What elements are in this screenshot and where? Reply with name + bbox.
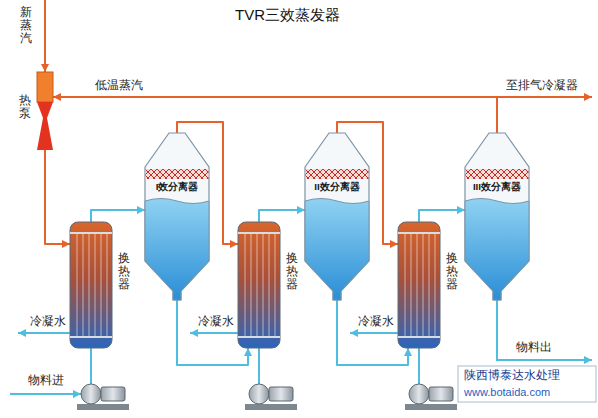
exchanger-tube — [250, 234, 251, 336]
vessel-name: III效分离器 — [465, 181, 529, 192]
demister-mesh — [466, 169, 529, 179]
demister-mesh — [306, 169, 369, 179]
vessel-outline — [145, 133, 209, 300]
vessel-name: I效分离器 — [145, 181, 209, 192]
equipment-label: 换热器 — [118, 252, 130, 292]
exchanger-flange — [70, 232, 112, 234]
stream-label: 物料进 — [28, 374, 64, 388]
exchanger-tube — [262, 234, 263, 336]
separator-liquid — [145, 199, 209, 301]
exchanger-flange — [398, 336, 440, 338]
vessel-outline — [70, 222, 112, 348]
pump-base — [405, 404, 457, 410]
liquid-line — [177, 300, 248, 365]
exchanger-flange — [238, 336, 280, 338]
exchanger-flange — [70, 336, 112, 338]
exchanger-shell — [70, 222, 112, 348]
heat-exchanger: 换热器 — [238, 222, 280, 348]
exchanger-shell — [398, 222, 440, 348]
exchanger-tube — [100, 234, 101, 336]
vessel-outline — [37, 72, 53, 150]
watermark-box — [458, 366, 596, 402]
exchanger-tube — [76, 234, 77, 336]
exchanger-tube — [428, 234, 429, 336]
separator-shell — [145, 133, 209, 300]
exchanger-flange — [398, 232, 440, 234]
pump-casing — [409, 384, 429, 404]
exchanger-tube — [434, 234, 435, 336]
pump-base — [77, 404, 129, 410]
condensate-line — [350, 332, 398, 334]
separator-vessel: III效分离器 — [465, 133, 529, 300]
steam-line — [45, 150, 70, 244]
watermark: 陕西博泰达水处理 — [464, 369, 560, 383]
steam-line — [53, 97, 497, 133]
exchanger-tube — [422, 234, 423, 336]
separator-liquid — [305, 199, 369, 301]
heat-pump: 热泵 — [37, 72, 53, 150]
pump-pipe — [258, 348, 260, 384]
exchanger-tube — [416, 234, 417, 336]
vessel-name: II效分离器 — [305, 181, 369, 192]
pump-motor — [429, 387, 453, 401]
stream-label: 冷凝水 — [30, 315, 66, 329]
liquid-line — [337, 300, 408, 365]
exhaust-line — [497, 96, 592, 98]
stream-label: 至排气冷凝器 — [506, 79, 578, 93]
stream-label: 冷凝水 — [358, 315, 394, 329]
exchanger-flange — [238, 232, 280, 234]
pump-casing — [249, 384, 269, 404]
pump-pipe — [418, 348, 420, 384]
exchanger-tube — [256, 234, 257, 336]
pump-casing — [81, 384, 101, 404]
condensate-line — [190, 332, 238, 334]
diagram-title: TVR三效蒸发器 — [235, 6, 340, 23]
feed-line — [10, 393, 81, 395]
vessel-outline — [398, 222, 440, 348]
demister-mesh — [146, 169, 209, 179]
exchanger-tube — [106, 234, 107, 336]
exchanger-tube — [268, 234, 269, 336]
heat-pump-body — [37, 72, 53, 102]
product-line — [497, 300, 592, 360]
heat-pump-nozzle — [37, 102, 53, 150]
pumps — [77, 348, 457, 410]
separator-shell — [465, 133, 529, 300]
stream-label: 新蒸汽 — [20, 6, 32, 46]
liquid-line — [91, 210, 145, 222]
heat-exchanger: 换热器 — [398, 222, 440, 348]
stream-label: 物料出 — [516, 341, 552, 355]
pump-pipe — [90, 348, 92, 384]
exchanger-tube — [410, 234, 411, 336]
equipment-label: 热泵 — [19, 94, 31, 120]
fresh-steam-line — [44, 0, 46, 72]
watermark: www.botaida.com — [464, 386, 550, 399]
vessel-outline — [305, 133, 369, 300]
exchanger-tube — [94, 234, 95, 336]
edge-label: 低温蒸汽 — [93, 79, 145, 93]
equipment-label: 换热器 — [286, 252, 298, 292]
pump-base — [245, 404, 297, 410]
heat-exchanger: 换热器 — [70, 222, 112, 348]
pump-motor — [269, 387, 293, 401]
vessel-outline — [238, 222, 280, 348]
separator-vessel: II效分离器 — [305, 133, 369, 300]
exchanger-tube — [244, 234, 245, 336]
condensate-line — [18, 332, 70, 334]
separator-shell — [305, 133, 369, 300]
separator-vessel: I效分离器 — [145, 133, 209, 300]
exchanger-tube — [88, 234, 89, 336]
exchanger-tube — [404, 234, 405, 336]
exchanger-tube — [274, 234, 275, 336]
equipment-label: 换热器 — [446, 252, 458, 292]
stream-label: 冷凝水 — [198, 315, 234, 329]
separator-liquid — [465, 199, 529, 301]
liquid-line — [419, 210, 465, 222]
pump-motor — [101, 387, 125, 401]
vessel-outline — [465, 133, 529, 300]
liquid-line — [259, 210, 305, 222]
exchanger-shell — [238, 222, 280, 348]
exchanger-tube — [82, 234, 83, 336]
